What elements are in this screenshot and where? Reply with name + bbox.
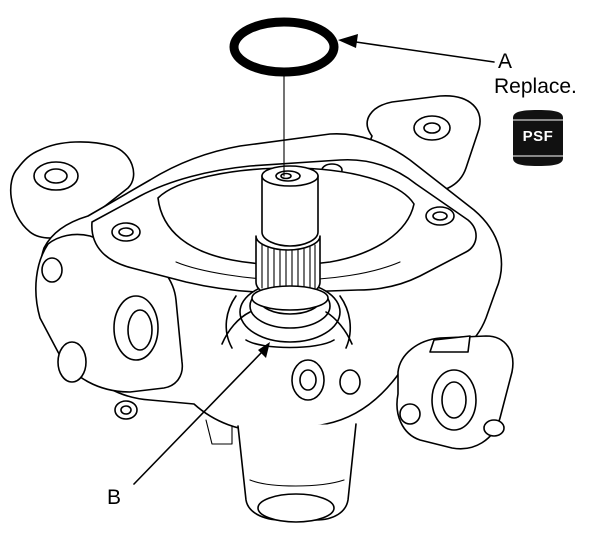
psf-badge: PSF	[513, 112, 563, 164]
pump-housing	[10, 95, 514, 523]
leader-line-a	[338, 34, 495, 63]
callout-a-letter: A	[498, 50, 513, 73]
callout-b-letter: B	[107, 486, 122, 509]
o-ring	[229, 17, 339, 77]
psf-badge-text: PSF	[522, 128, 554, 145]
callout-a-note: Replace.	[494, 75, 577, 98]
fluid-container-icon	[513, 110, 563, 166]
leader-line-b	[133, 342, 270, 485]
shaft-assembly	[221, 165, 353, 349]
